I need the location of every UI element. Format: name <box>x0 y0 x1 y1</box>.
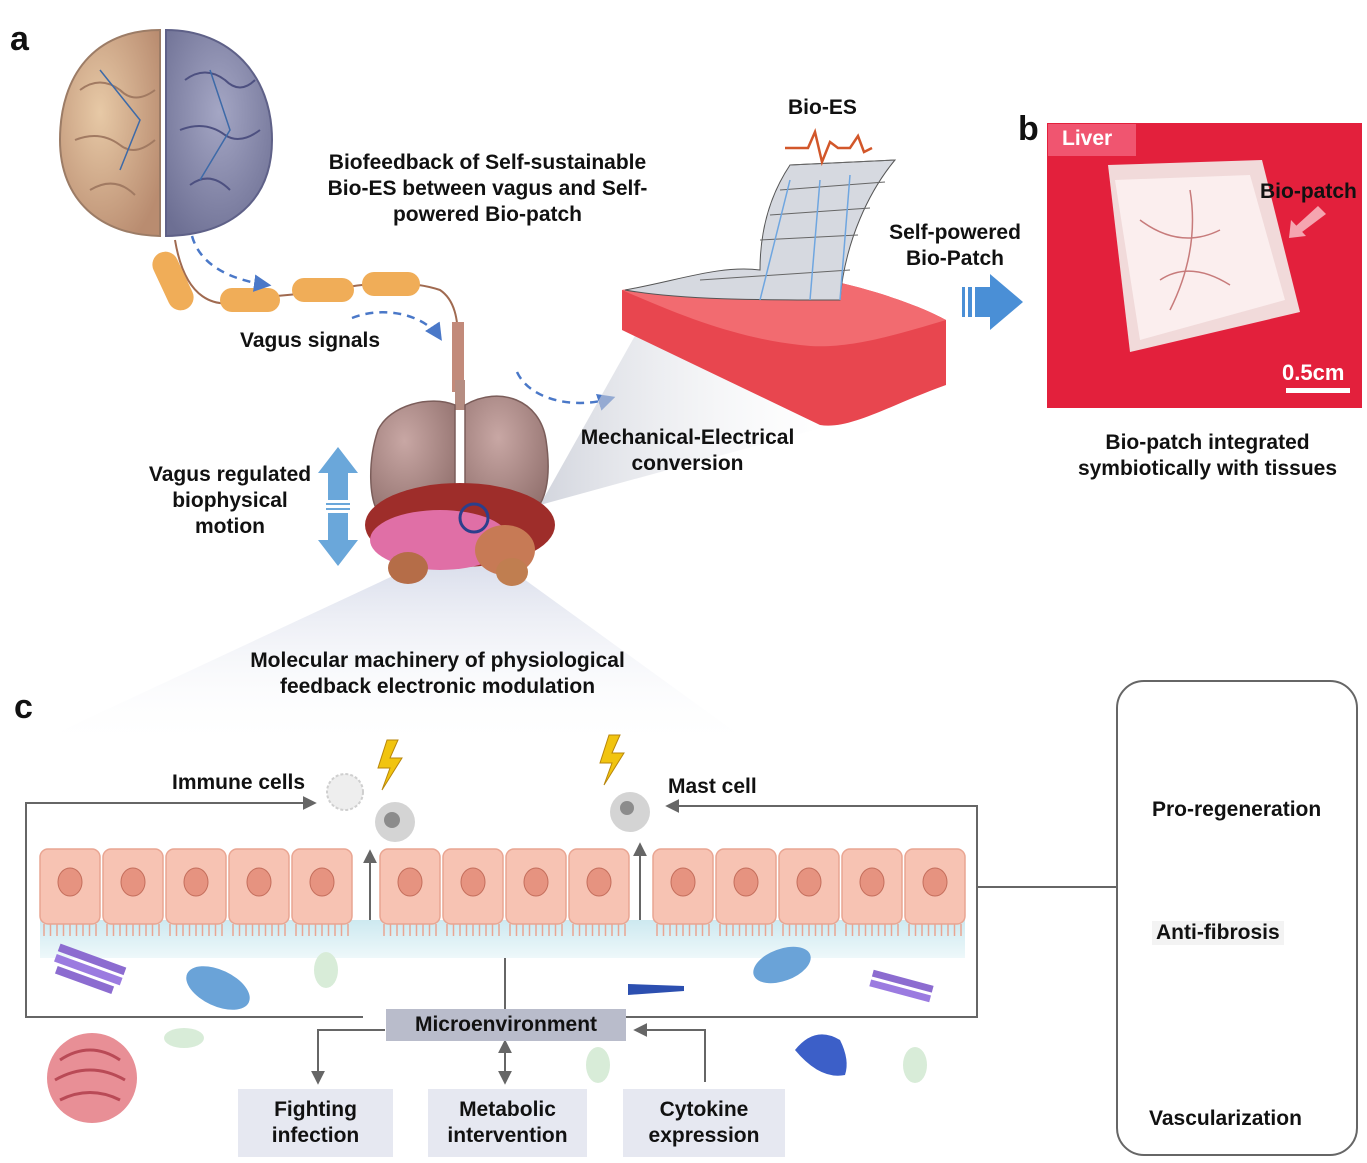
cell-nucleus <box>397 867 423 897</box>
vagus-regulated-line-1: Vagus regulated <box>148 463 312 486</box>
cell-nucleus <box>120 867 146 897</box>
bio-patch-caption: Bio-patch integrated symbiotically with … <box>1055 430 1360 482</box>
biofeedback-label: Biofeedback of Self-sustainable Bio-ES b… <box>300 150 675 228</box>
projection-fan-cells <box>20 540 760 750</box>
scale-bar-label: 0.5cm <box>1282 360 1345 385</box>
liver-photo <box>1047 123 1362 408</box>
bio-es-label: Bio-ES <box>788 96 857 119</box>
lightning-icon <box>377 739 403 791</box>
outcome-box-cytokine-expression: Cytokine expression <box>623 1089 785 1157</box>
molecular-label: Molecular machinery of physiological fee… <box>215 648 660 700</box>
outcome-box-metabolic-intervention: Metabolic intervention <box>428 1089 587 1157</box>
caption-line-2: symbiotically with tissues <box>1077 457 1338 480</box>
outcome-line-2: intervention <box>447 1124 568 1147</box>
caption-line-1: Bio-patch integrated <box>1105 431 1310 454</box>
outcome-box-fighting-infection: Fighting infection <box>238 1089 393 1157</box>
vagus-regulated-label: Vagus regulated biophysical motion <box>135 462 325 540</box>
panel-letter-b: b <box>1018 110 1039 148</box>
liver-tag: Liver <box>1062 127 1113 150</box>
cell-nucleus <box>859 867 885 897</box>
cell-nucleus <box>796 867 822 897</box>
cell-nucleus <box>309 867 335 897</box>
epithelial-cells <box>39 848 966 936</box>
interstitial-fluid-layer <box>40 920 965 958</box>
signal-arrow-3 <box>515 371 616 411</box>
self-powered-line-2: Bio-Patch <box>905 247 1004 270</box>
immune-cells-illustration <box>326 773 650 842</box>
panel-letter-a: a <box>10 20 29 58</box>
outcome-line-1: Metabolic <box>459 1098 556 1121</box>
panel-letter-c: c <box>14 688 33 726</box>
projection-fan-patch <box>540 300 850 505</box>
cell-nucleus <box>670 867 696 897</box>
cell-nucleus <box>922 867 948 897</box>
cell-nucleus <box>460 867 486 897</box>
mech-elec-line-2: conversion <box>631 452 744 475</box>
immune-cells-label: Immune cells <box>172 771 306 794</box>
outcome-line-2: expression <box>648 1124 760 1147</box>
bio-patch-tissue-illustration <box>622 128 946 426</box>
bio-patch-tag: Bio-patch <box>1260 180 1357 203</box>
cell-nucleus <box>57 867 83 897</box>
cell-nucleus <box>246 867 272 897</box>
block-arrow-right <box>962 274 1023 330</box>
biofeedback-line-3: powered Bio-patch <box>392 203 582 226</box>
biofeedback-line-1: Biofeedback of Self-sustainable <box>328 151 647 174</box>
vascularization-label: Vascularization <box>1145 1107 1306 1131</box>
signal-arrow-1 <box>190 235 272 292</box>
biofeedback-line-2: Bio-ES between vagus and Self- <box>327 177 648 200</box>
molecular-line-1: Molecular machinery of physiological <box>250 649 625 672</box>
brain-illustration <box>58 28 274 238</box>
outcome-line-2: infection <box>271 1124 360 1147</box>
self-powered-line-1: Self-powered <box>889 221 1021 244</box>
mast-cell-label: Mast cell <box>668 775 757 798</box>
pro-regeneration-label: Pro-regeneration <box>1148 798 1326 822</box>
mech-elec-label: Mechanical-Electrical conversion <box>565 425 810 477</box>
anti-fibrosis-label: Anti-fibrosis <box>1152 921 1284 945</box>
cell-nucleus <box>733 867 759 897</box>
vagus-regulated-line-2: biophysical <box>172 489 288 512</box>
signal-arrow-2 <box>351 311 442 341</box>
vagus-signals-label: Vagus signals <box>240 329 381 352</box>
outcome-line-1: Fighting <box>274 1098 357 1121</box>
vagus-regulated-line-3: motion <box>195 515 265 538</box>
molecular-line-2: feedback electronic modulation <box>279 675 596 698</box>
lightning-icon <box>599 734 625 786</box>
mech-elec-line-1: Mechanical-Electrical <box>580 426 795 449</box>
cell-nucleus <box>183 867 209 897</box>
organelles-illustration <box>47 943 934 1123</box>
vagus-nerve-chain <box>152 239 464 392</box>
therapeutic-effects-panel <box>1116 680 1358 1156</box>
lungs-organs-illustration <box>365 380 555 586</box>
outcome-line-1: Cytokine <box>659 1098 749 1121</box>
self-powered-patch-label: Self-powered Bio-Patch <box>880 220 1030 272</box>
microenvironment-box: Microenvironment <box>386 1009 626 1041</box>
cell-nucleus <box>523 867 549 897</box>
vertical-motion-arrow <box>318 447 358 566</box>
cell-nucleus <box>586 867 612 897</box>
